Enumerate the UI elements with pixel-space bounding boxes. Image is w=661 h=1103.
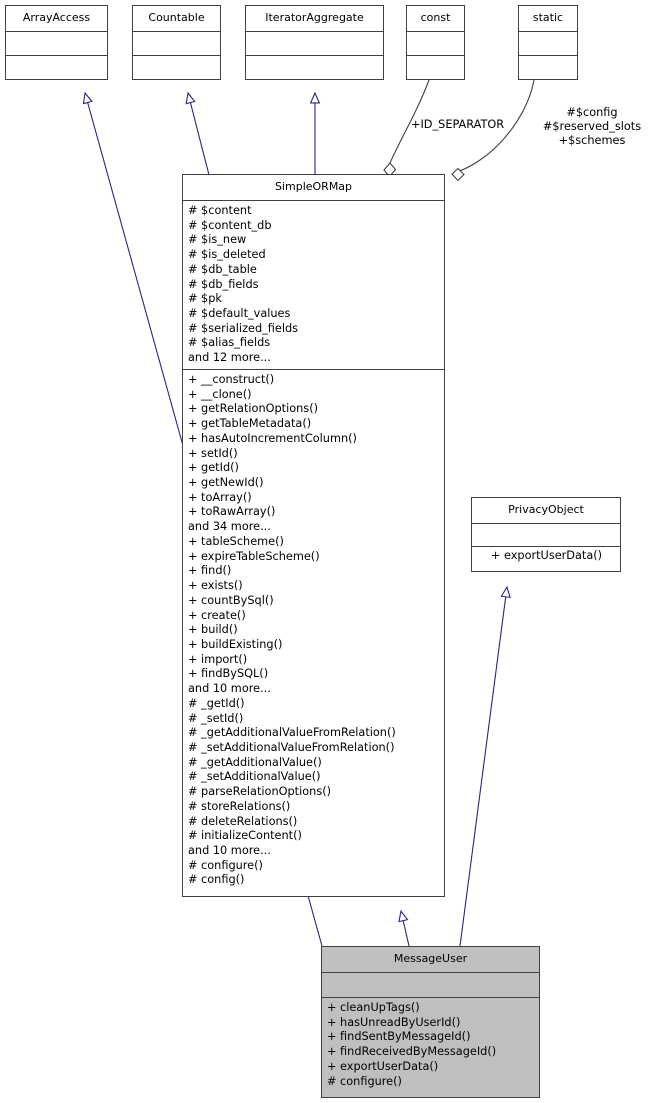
class-member-row: # _setId()	[188, 711, 244, 725]
class-member-row: + getRelationOptions()	[188, 402, 319, 416]
class-member-row: # $pk	[188, 292, 222, 306]
class-title-iteratoraggregate: IteratorAggregate	[246, 6, 383, 32]
class-member-row: + build()	[188, 623, 238, 637]
class-box-countable[interactable]: Countable	[132, 5, 221, 80]
class-member-row: + toRawArray()	[188, 505, 276, 519]
class-methods-countable	[133, 56, 220, 79]
class-attributes-simpleormap: # $content# $content_db# $is_new# $is_de…	[183, 201, 444, 370]
class-attributes-iteratoraggregate	[246, 32, 383, 56]
class-member-row: + countBySql()	[188, 593, 274, 607]
class-methods-iteratoraggregate	[246, 56, 383, 79]
class-attributes-privacyobject	[472, 524, 620, 547]
class-title-arrayaccess: ArrayAccess	[6, 6, 107, 32]
edge-label-static-members: #$config #$reserved_slots +$schemes	[528, 106, 656, 148]
class-member-row: # deleteRelations()	[188, 814, 298, 828]
class-member-row: + cleanUpTags()	[327, 1001, 420, 1014]
class-member-row: + __clone()	[188, 387, 252, 401]
class-member-row: # parseRelationOptions()	[188, 785, 332, 799]
class-member-row: and 10 more...	[188, 844, 271, 857]
class-member-row: and 10 more...	[188, 682, 271, 696]
class-box-privacyobject[interactable]: PrivacyObject + exportUserData()	[471, 497, 621, 572]
class-title-countable: Countable	[133, 6, 220, 32]
class-box-const[interactable]: const	[406, 5, 465, 80]
class-methods-arrayaccess	[6, 56, 107, 79]
class-attributes-static	[519, 32, 577, 56]
class-title-messageuser: MessageUser	[322, 947, 539, 973]
class-member-row: + exportUserData()	[490, 549, 603, 562]
class-member-row: + __construct()	[188, 373, 275, 386]
class-box-iteratoraggregate[interactable]: IteratorAggregate	[245, 5, 384, 80]
class-title-simpleormap: SimpleORMap	[183, 175, 444, 201]
class-member-row: # _setAdditionalValue()	[188, 770, 321, 784]
edge-label-static-schemes: +$schemes	[558, 134, 626, 147]
edge-messageuser-to-privacyobject	[459, 587, 507, 947]
class-methods-const	[407, 56, 464, 79]
class-member-row: # $default_values	[188, 307, 291, 321]
class-member-row: + expireTableScheme()	[188, 549, 320, 563]
class-member-row: + import()	[188, 652, 248, 666]
class-member-row: + toArray()	[188, 490, 252, 504]
class-member-row: # $content_db	[188, 218, 272, 232]
class-member-row: # $is_deleted	[188, 248, 266, 262]
class-member-row: + getNewId()	[188, 476, 264, 490]
class-member-row: + exportUserData()	[327, 1059, 439, 1073]
edge-simpleormap-to-countable	[188, 93, 210, 176]
class-attributes-messageuser	[322, 973, 539, 998]
edge-label-static-reserved-slots: #$reserved_slots	[542, 120, 642, 133]
class-member-row: + findSentByMessageId()	[327, 1030, 471, 1044]
edge-label-id-separator: +ID_SEPARATOR	[411, 118, 505, 131]
class-member-row: + findBySQL()	[188, 667, 269, 681]
class-methods-messageuser: + cleanUpTags()+ hasUnreadByUserId()+ fi…	[322, 998, 539, 1097]
class-member-row: # $serialized_fields	[188, 321, 299, 335]
class-box-messageuser[interactable]: MessageUser + cleanUpTags()+ hasUnreadBy…	[321, 946, 540, 1098]
class-member-row: # $db_table	[188, 262, 257, 276]
class-box-simpleormap[interactable]: SimpleORMap # $content# $content_db# $is…	[182, 174, 445, 897]
class-member-row: + hasUnreadByUserId()	[327, 1015, 461, 1029]
class-member-row: + hasAutoIncrementColumn()	[188, 431, 357, 445]
class-member-row: + create()	[188, 608, 246, 622]
class-member-row: # configure()	[327, 1074, 402, 1088]
class-member-row: + getId()	[188, 461, 239, 475]
class-attributes-const	[407, 32, 464, 56]
class-attributes-arrayaccess	[6, 32, 107, 56]
class-member-row: and 34 more...	[188, 520, 271, 534]
class-attributes-countable	[133, 32, 220, 56]
class-member-row: + getTableMetadata()	[188, 417, 312, 431]
class-box-static[interactable]: static	[518, 5, 578, 80]
class-member-row: # config()	[188, 873, 245, 887]
class-member-row: # storeRelations()	[188, 799, 291, 813]
class-member-row: # $content	[188, 204, 252, 217]
class-member-row: + find()	[188, 564, 232, 578]
class-member-row: + findReceivedByMessageId()	[327, 1045, 497, 1059]
class-member-row: # $is_new	[188, 233, 247, 247]
class-member-row: + tableScheme()	[188, 534, 284, 548]
class-member-row: # $alias_fields	[188, 336, 271, 350]
class-title-const: const	[407, 6, 464, 32]
class-member-row: # configure()	[188, 858, 263, 872]
edge-label-static-config: #$config	[566, 106, 618, 119]
edge-messageuser-to-simpleormap	[401, 911, 410, 947]
class-member-row: # _setAdditionalValueFromRelation()	[188, 740, 395, 754]
class-methods-privacyobject: + exportUserData()	[472, 547, 620, 571]
class-member-row: # $db_fields	[188, 277, 259, 291]
class-member-row: # _getId()	[188, 696, 245, 710]
class-member-row: # initializeContent()	[188, 829, 302, 843]
class-box-arrayaccess[interactable]: ArrayAccess	[5, 5, 108, 80]
class-methods-static	[519, 56, 577, 79]
class-member-row: and 12 more...	[188, 351, 271, 365]
class-member-row: # _getAdditionalValueFromRelation()	[188, 726, 396, 740]
class-member-row: + exists()	[188, 579, 243, 593]
class-member-row: + setId()	[188, 446, 238, 460]
class-title-privacyobject: PrivacyObject	[472, 498, 620, 524]
class-member-row: + buildExisting()	[188, 637, 283, 651]
class-title-static: static	[519, 6, 577, 32]
class-member-row: # _getAdditionalValue()	[188, 755, 322, 769]
class-methods-simpleormap: + __construct()+ __clone()+ getRelationO…	[183, 370, 444, 896]
